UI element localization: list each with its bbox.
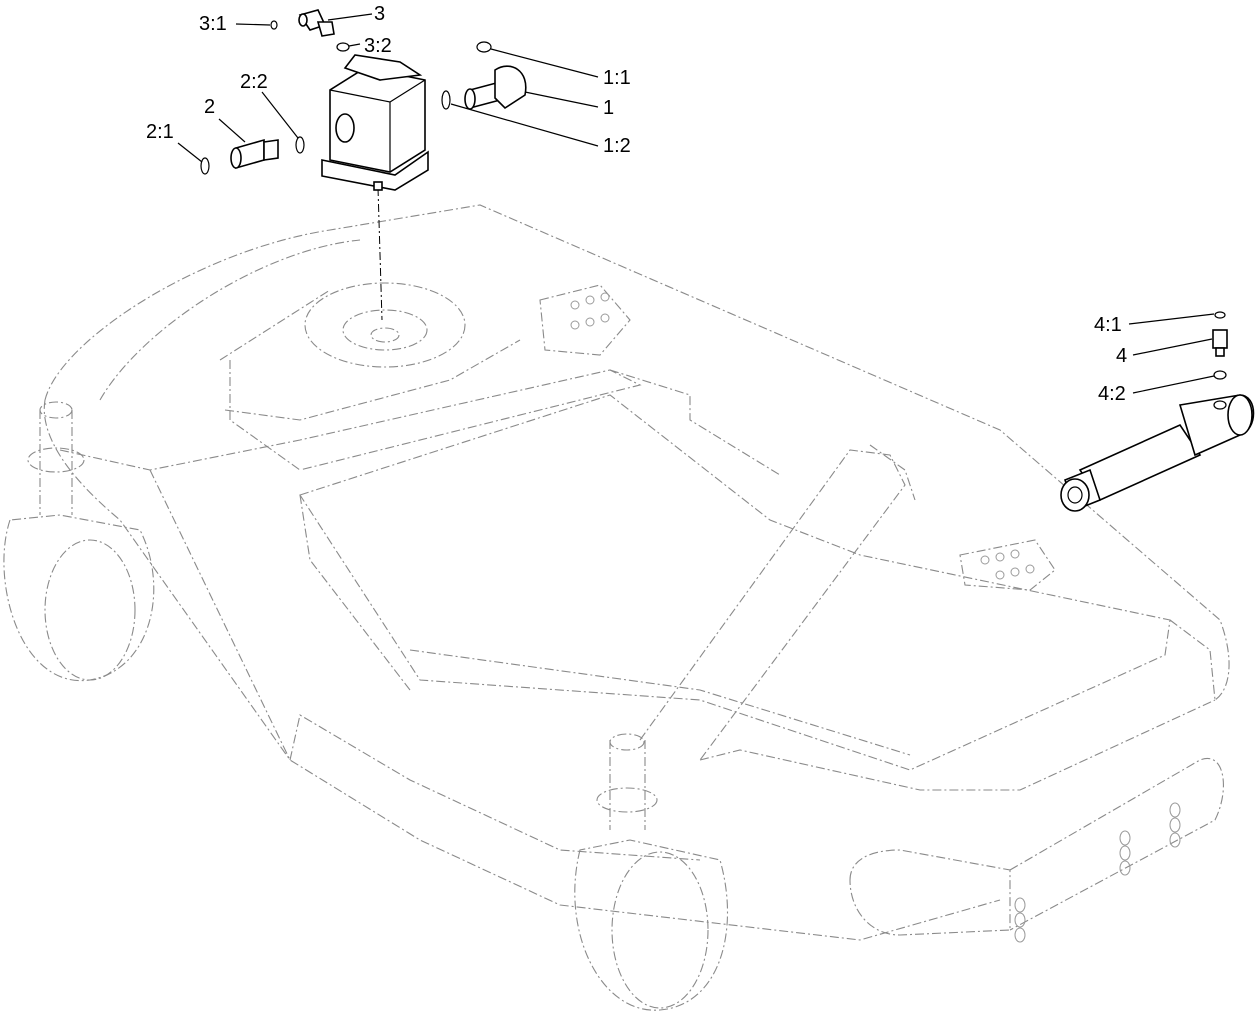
o-ring-3-2 <box>336 42 350 52</box>
callout-4-2: 4:2 <box>1098 383 1126 405</box>
straight-fitting-2 <box>230 138 279 170</box>
o-ring-2-1 <box>200 157 210 175</box>
motor-centerline <box>377 187 383 321</box>
callout-1-2: 1:2 <box>603 135 631 157</box>
o-ring-1-2 <box>441 90 451 110</box>
o-ring-1-1 <box>476 41 492 53</box>
elbow-fitting-1 <box>464 65 527 110</box>
leader-lines <box>177 13 1215 394</box>
callout-3-2: 3:2 <box>364 35 392 57</box>
callout-1-1: 1:1 <box>603 67 631 89</box>
o-ring-4-2 <box>1213 370 1227 380</box>
front-caster-wheel <box>574 733 729 1011</box>
hydraulic-motor <box>321 54 429 191</box>
callout-2: 2 <box>204 96 216 118</box>
callout-4: 4 <box>1116 345 1128 367</box>
mower-deck-outline <box>43 204 1230 943</box>
o-ring-3-1 <box>270 20 278 30</box>
callout-2-2: 2:2 <box>240 71 268 93</box>
callout-3: 3 <box>374 3 386 25</box>
left-caster-wheel <box>3 401 155 682</box>
elbow-fitting-3 <box>298 9 335 37</box>
lift-cylinder <box>1060 394 1255 512</box>
fitting-4 <box>1212 329 1228 357</box>
callout-2-1: 2:1 <box>146 121 174 143</box>
callout-4-1: 4:1 <box>1094 314 1122 336</box>
callout-3-1: 3:1 <box>199 13 227 35</box>
o-ring-2-2 <box>295 136 305 154</box>
callout-1: 1 <box>603 97 615 119</box>
o-ring-4-1 <box>1214 311 1226 319</box>
